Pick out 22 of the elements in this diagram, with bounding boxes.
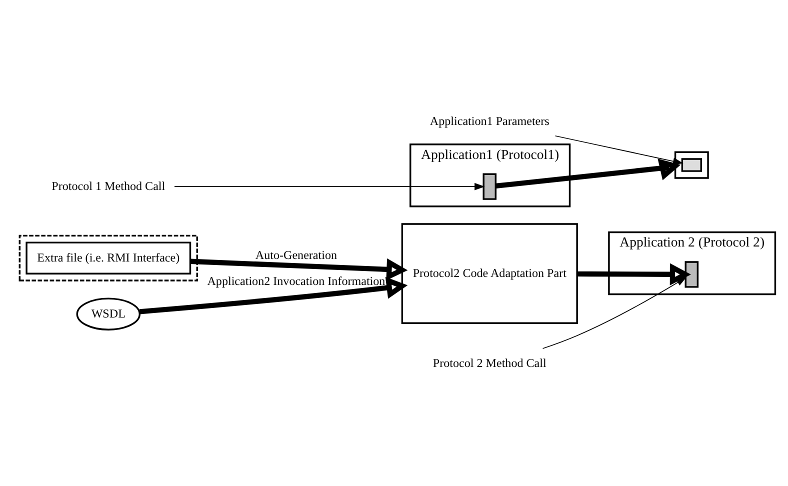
arrow (496, 158, 681, 189)
node-box (681, 158, 702, 172)
node-box: Protocol2 Code Adaptation Part (401, 223, 578, 324)
arrow (190, 258, 408, 280)
node-text: Protocol 2 Method Call (432, 356, 546, 370)
edge-label: Application2 Invocation Information (207, 274, 386, 288)
node-box (684, 261, 699, 288)
node-box: Extra file (i.e. RMI Interface) (26, 242, 192, 274)
node-text: Application1 Parameters (430, 114, 550, 128)
arrow (542, 277, 687, 349)
edge-label: Auto-Generation (255, 248, 338, 262)
arrow (577, 263, 691, 286)
arrow (174, 182, 485, 190)
cluster: Application 2 (Protocol 2) (608, 231, 776, 296)
node-box (482, 173, 497, 200)
cluster: Application1 (Protocol1) (410, 144, 571, 208)
node-text: Protocol 1 Method Call (52, 178, 166, 193)
cluster (18, 234, 198, 282)
arrow (554, 135, 684, 165)
arrow (140, 276, 408, 314)
cluster (674, 151, 709, 179)
node-ellipse: WSDL (76, 298, 141, 330)
